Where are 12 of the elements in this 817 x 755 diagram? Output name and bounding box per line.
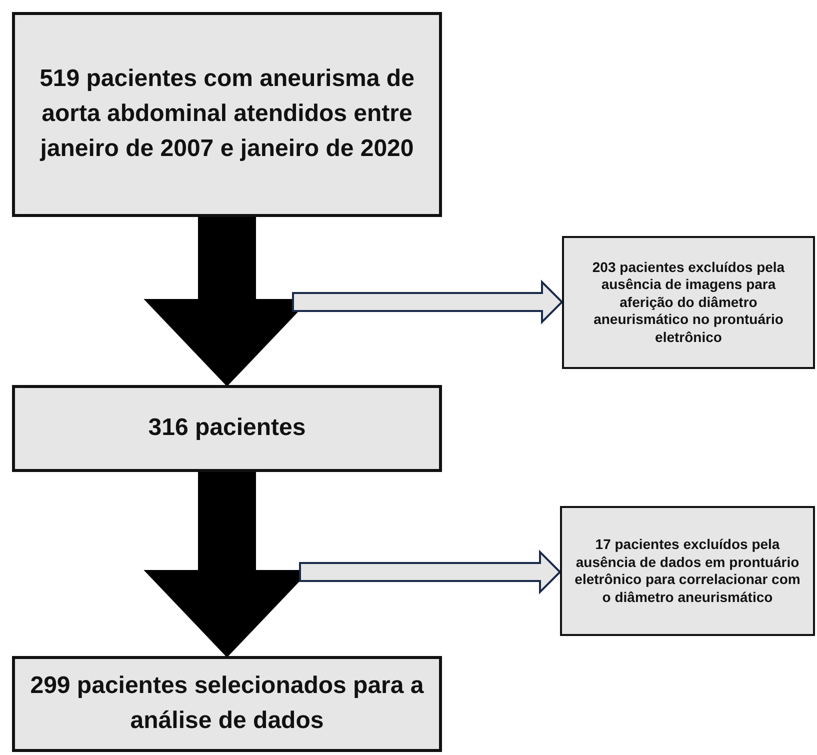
box-text: 203 pacientes excluídos pela ausência de imagens para aferição do diâmetro aneurismático no prontuário eletrônico	[591, 258, 786, 346]
process-box	[12, 12, 442, 217]
process-box	[562, 236, 815, 369]
process-box	[12, 656, 442, 752]
box-text: 17 pacientes excluídos pela ausência de dados em prontuário eletrônico para correlacionar com o diâmetro aneurismático	[574, 536, 802, 606]
box-text: 316 pacientes	[148, 413, 306, 444]
block-arrow	[299, 550, 562, 594]
box-text: 519 pacientes com aneurisma de aorta abdominal atendidos entre janeiro de 2007 e janeiro de 2020	[38, 64, 416, 164]
process-box	[560, 506, 815, 636]
box-text: 299 pacientes selecionados para a análise de dados	[29, 671, 425, 736]
process-box	[12, 385, 442, 472]
block-arrow	[292, 280, 564, 324]
